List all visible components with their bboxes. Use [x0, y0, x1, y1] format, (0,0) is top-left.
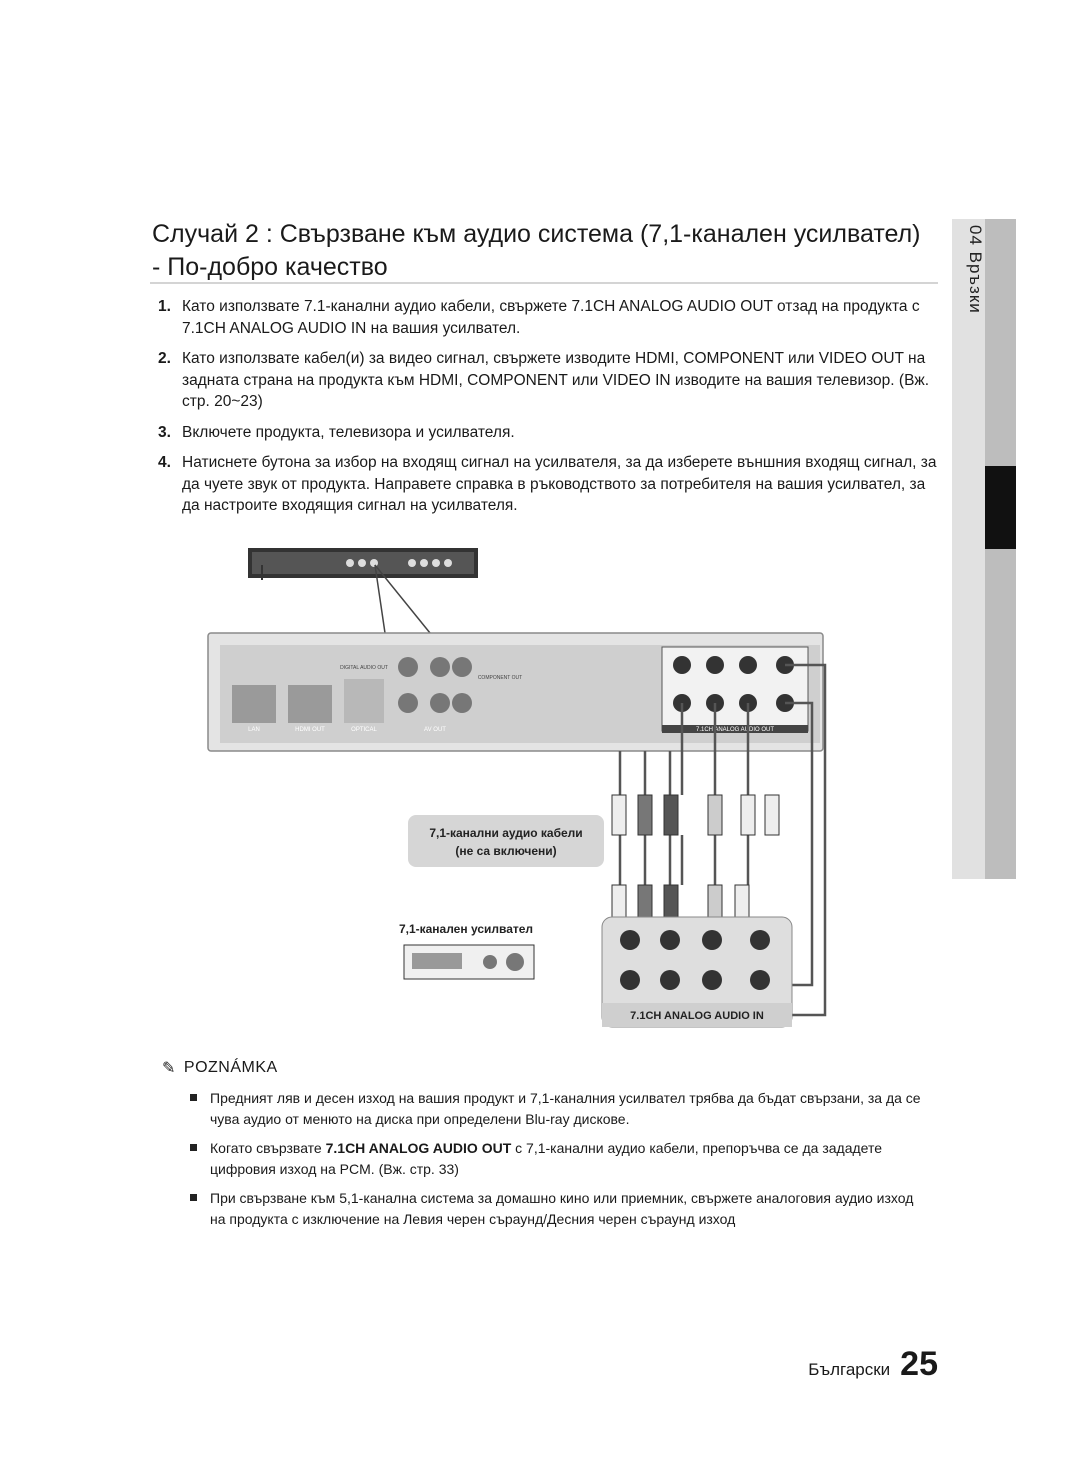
page-footer: Български 25: [808, 1345, 938, 1384]
step-number: 2.: [158, 350, 171, 367]
step-number: 1.: [158, 298, 171, 315]
steps-list: 1. Като използвате 7.1-канални аудио каб…: [158, 296, 938, 526]
pencil-icon: ✎: [162, 1060, 176, 1077]
title-line-2: - По-добро качество: [152, 253, 388, 281]
analog-out-label: 7.1CH ANALOG AUDIO OUT: [696, 727, 774, 733]
component-out-label: COMPONENT OUT: [478, 675, 522, 681]
step-item: 1. Като използвате 7.1-канални аудио каб…: [158, 296, 938, 339]
title-divider: [150, 282, 938, 284]
chapter-tab-label: 04 Връзки: [966, 225, 985, 314]
cable-label-box: [408, 815, 604, 867]
note-heading: ✎ POZNÁMKA: [162, 1058, 278, 1078]
amplifier-input-panel: 7.1CH ANALOG AUDIO IN: [601, 916, 793, 1028]
note-item: Когато свързвате 7.1CH ANALOG AUDIO OUT …: [190, 1138, 930, 1179]
title-line-1: Случай 2 : Свързване към аудио система (…: [152, 220, 921, 248]
digital-audio-out-label: DIGITAL AUDIO OUT: [340, 665, 388, 671]
chapter-tab-marker: [985, 466, 1016, 549]
cables: [618, 663, 827, 1017]
step-item: 2. Като използвате кабел(и) за видео сиг…: [158, 348, 938, 413]
player-rear-panel: LAN HDMI OUT OPTICAL AV OUT DIGITAL AUDI…: [207, 632, 824, 752]
page-number: 25: [900, 1345, 938, 1383]
step-number: 3.: [158, 423, 171, 441]
player-rear-thumbnail: [248, 548, 478, 580]
lan-label: LAN: [248, 727, 260, 733]
optical-label: OPTICAL: [351, 727, 377, 733]
amplifier-label: 7,1-канален усилвател: [399, 922, 533, 936]
av-out-label: AV OUT: [424, 727, 446, 733]
cable-label-2: (не са включени): [455, 844, 556, 858]
page-title: Случай 2 : Свързване към аудио система (…: [152, 218, 942, 284]
step-text: Като използвате 7.1-канални аудио кабели…: [182, 298, 920, 337]
chapter-tab-strip: [985, 219, 1016, 879]
note-heading-text: POZNÁMKA: [183, 1059, 278, 1076]
step-number: 4.: [158, 454, 171, 471]
step-text: Натиснете бутона за избор на входящ сигн…: [182, 454, 937, 514]
callout-line-left: [374, 564, 386, 634]
note-item: Предният ляв и десен изход на вашия прод…: [190, 1088, 930, 1129]
step-text: Като използвате кабел(и) за видео сигнал…: [182, 350, 930, 410]
notes-list: Предният ляв и десен изход на вашия прод…: [190, 1088, 930, 1238]
step-item: 3. Включете продукта, телевизора и усилв…: [158, 422, 938, 444]
rca-plugs: [611, 794, 780, 926]
hdmi-out-label: HDMI OUT: [295, 727, 325, 733]
amplifier-icon: [403, 944, 535, 980]
callout-line-right: [374, 564, 431, 634]
step-item: 4. Натиснете бутона за избор на входящ с…: [158, 452, 938, 517]
amp-input-label: 7.1CH ANALOG AUDIO IN: [630, 1010, 764, 1022]
step-text: Включете продукта, телевизора и усилвате…: [182, 423, 515, 441]
connection-diagram: LAN HDMI OUT OPTICAL AV OUT DIGITAL AUDI…: [207, 548, 827, 1028]
note-item: При свързване към 5,1-канална система за…: [190, 1188, 930, 1229]
cable-label-1: 7,1-канални аудио кабели: [429, 826, 582, 840]
footer-language: Български: [808, 1360, 891, 1379]
